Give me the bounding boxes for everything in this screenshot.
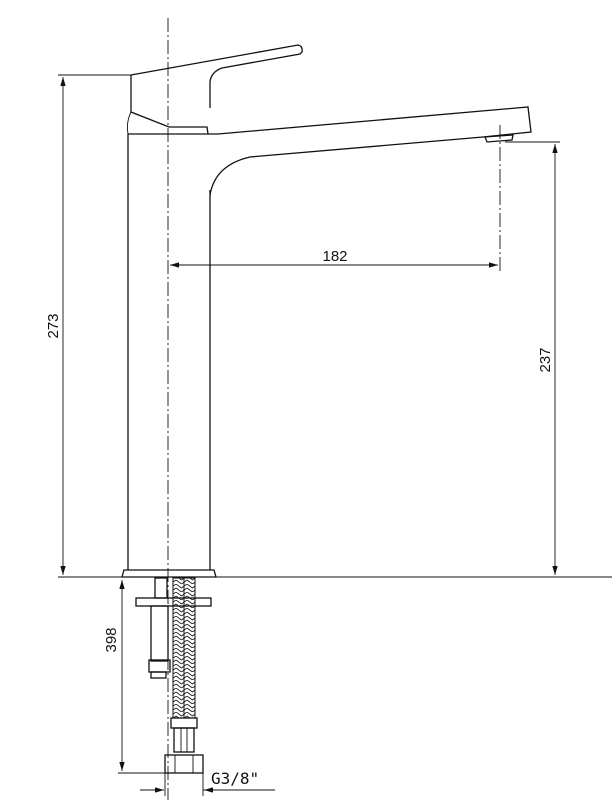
mounting-kit (135, 577, 212, 774)
faucet-body (121, 44, 532, 578)
mounting-stud (150, 605, 169, 662)
base-plate (121, 569, 217, 578)
label-spout-height: 237 (537, 347, 554, 372)
label-thread: G3/8" (211, 769, 259, 788)
connector-nut (164, 754, 204, 774)
label-hose-length: 398 (103, 627, 120, 652)
cartridge-cap (130, 75, 209, 135)
label-spout-reach: 182 (322, 248, 347, 265)
handle-lever (130, 44, 303, 108)
label-total-height: 273 (45, 313, 62, 338)
braided-hose (183, 577, 196, 719)
aerator (484, 134, 514, 143)
spout (128, 106, 532, 196)
